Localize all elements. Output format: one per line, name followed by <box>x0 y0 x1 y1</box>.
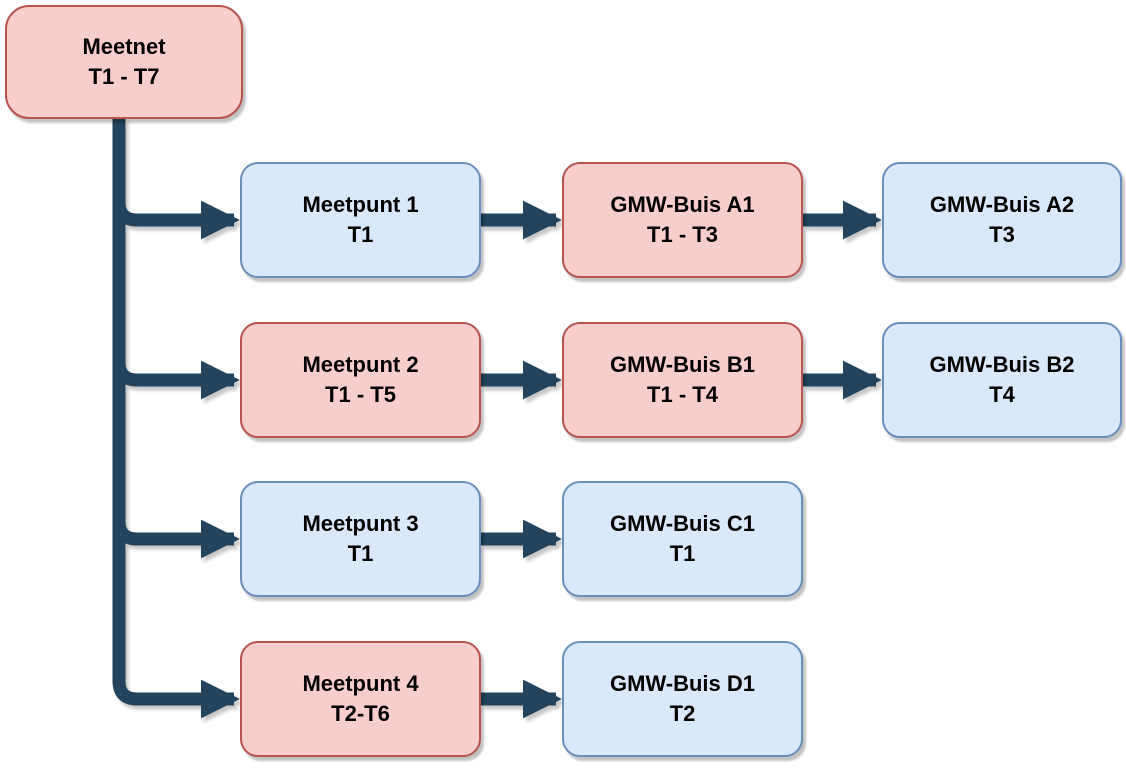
node-meetnet: Meetnet T1 - T7 <box>5 5 243 119</box>
node-gmw-buis-b2-label: GMW-Buis B2 <box>929 352 1075 377</box>
node-gmw-buis-b1: GMW-Buis B1 T1 - T4 <box>562 322 803 438</box>
node-gmw-buis-a1-label: GMW-Buis A1 <box>610 192 755 217</box>
node-gmw-buis-a1: GMW-Buis A1 T1 - T3 <box>562 162 803 278</box>
node-gmw-buis-a2-period: T3 <box>989 222 1015 247</box>
node-gmw-buis-b1-period: T1 - T4 <box>647 382 718 407</box>
node-meetpunt3-period: T1 <box>347 541 374 566</box>
node-meetpunt4: Meetpunt 4 T2-T6 <box>240 641 481 757</box>
node-meetpunt2: Meetpunt 2 T1 - T5 <box>240 322 481 438</box>
node-gmw-buis-b1-label: GMW-Buis B1 <box>610 352 755 377</box>
node-meetnet-label: Meetnet <box>82 34 166 59</box>
connector-meetnet-meetpunt1 <box>112 200 240 240</box>
node-meetpunt4-period: T2-T6 <box>331 701 390 726</box>
node-gmw-buis-b2: GMW-Buis B2 T4 <box>882 322 1122 438</box>
connector-meetnet-meetpunt3 <box>112 519 240 559</box>
node-meetpunt1-label: Meetpunt 1 <box>302 192 419 217</box>
node-meetpunt4-label: Meetpunt 4 <box>302 671 419 696</box>
node-meetpunt3-label: Meetpunt 3 <box>302 511 419 536</box>
node-meetpunt2-period: T1 - T5 <box>325 382 396 407</box>
node-gmw-buis-d1-label: GMW-Buis D1 <box>610 671 755 696</box>
node-meetnet-period: T1 - T7 <box>88 64 160 89</box>
node-gmw-buis-d1: GMW-Buis D1 T2 <box>562 641 803 757</box>
node-meetpunt1: Meetpunt 1 T1 <box>240 162 481 278</box>
connector-meetnet-meetpunt2 <box>112 360 240 400</box>
node-gmw-buis-c1-label: GMW-Buis C1 <box>610 511 755 536</box>
node-gmw-buis-c1: GMW-Buis C1 T1 <box>562 481 803 597</box>
node-meetpunt2-label: Meetpunt 2 <box>302 352 419 377</box>
node-gmw-buis-d1-period: T2 <box>669 701 696 726</box>
node-gmw-buis-b2-period: T4 <box>989 382 1015 407</box>
node-meetpunt3: Meetpunt 3 T1 <box>240 481 481 597</box>
node-gmw-buis-a2-label: GMW-Buis A2 <box>929 192 1075 217</box>
node-gmw-buis-a1-period: T1 - T3 <box>647 222 718 247</box>
node-gmw-buis-a2: GMW-Buis A2 T3 <box>882 162 1122 278</box>
node-meetpunt1-period: T1 <box>347 222 374 247</box>
node-gmw-buis-c1-period: T1 <box>669 541 696 566</box>
connector-meetnet-meetpunt4 <box>112 118 240 719</box>
